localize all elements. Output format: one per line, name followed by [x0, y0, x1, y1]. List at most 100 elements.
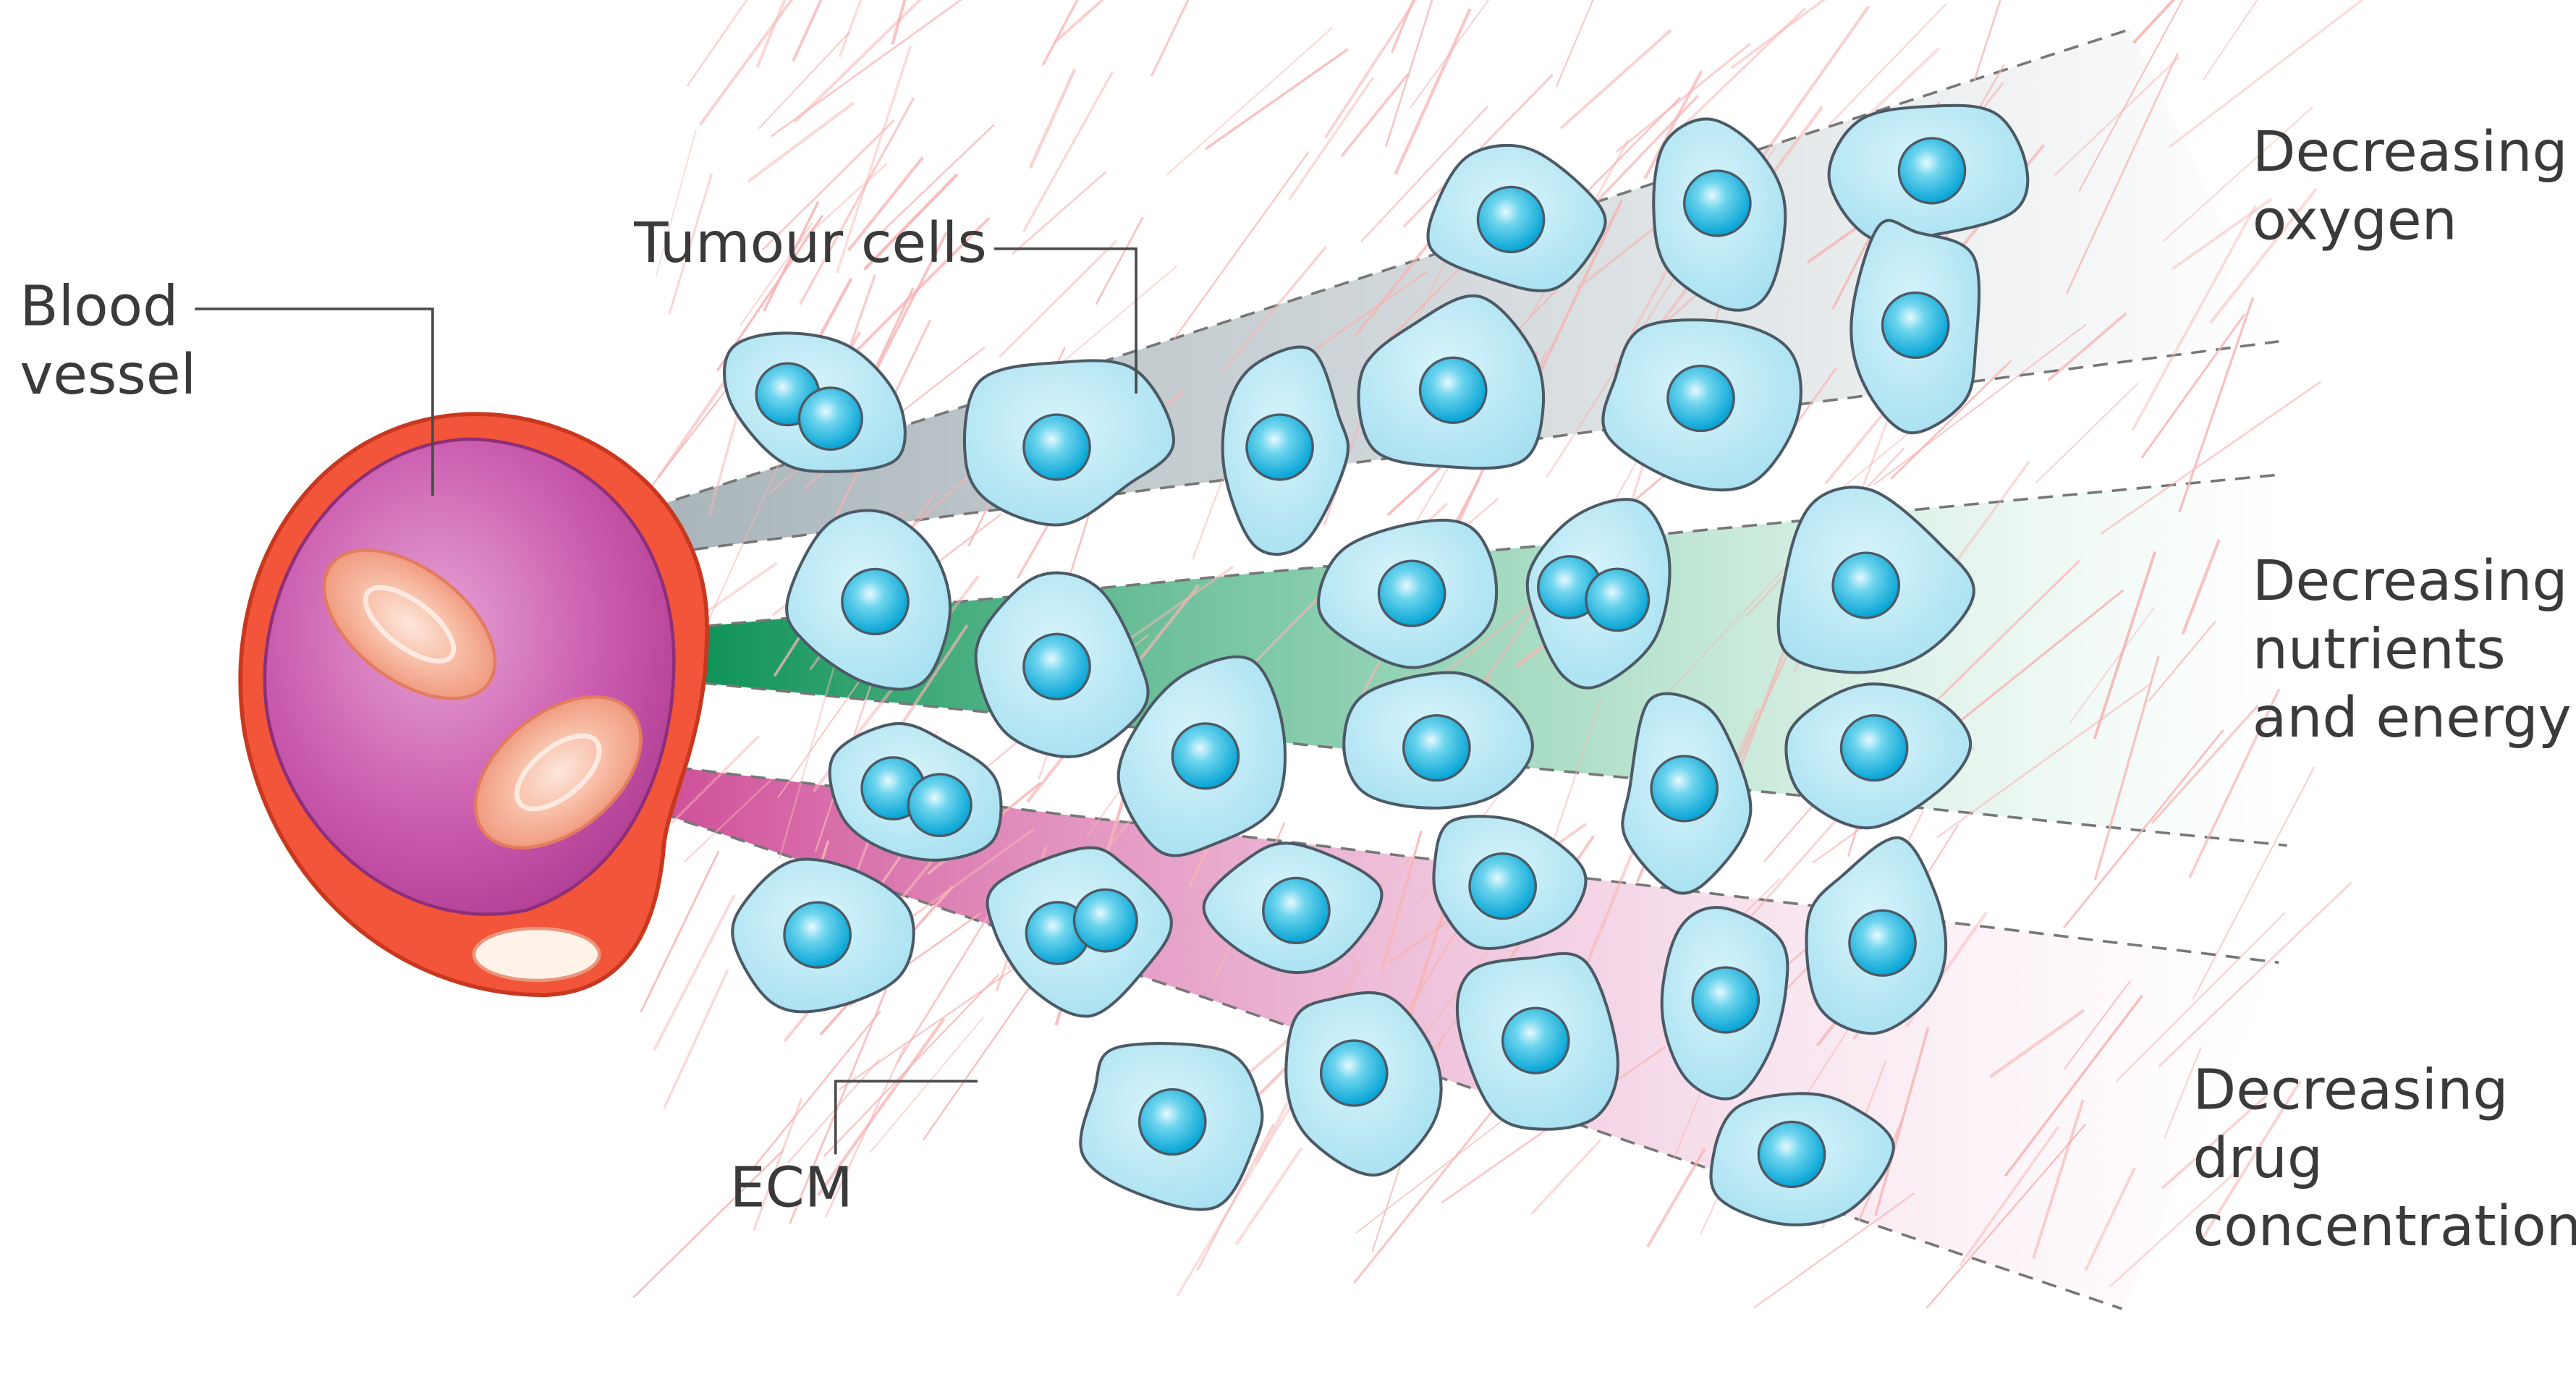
- ecm-fibre: [2168, 0, 2364, 148]
- ecm-fibre: [787, 1059, 881, 1164]
- ecm-fibre: [1288, 77, 1374, 200]
- ecm-fibre: [632, 1149, 784, 1298]
- blood-vessel: [238, 412, 709, 998]
- nucleus: [1897, 137, 1967, 205]
- ecm-fibre: [1555, 0, 1594, 88]
- tumour-cell: [1805, 836, 1948, 1035]
- nucleus: [841, 567, 910, 636]
- ecm-fibre: [656, 130, 697, 276]
- ecm-fibre: [747, 101, 855, 183]
- ecm-fibre: [770, 0, 962, 137]
- tumour-cell: [828, 721, 1003, 862]
- ecm-fibre: [2140, 313, 2246, 459]
- nucleus: [1468, 852, 1538, 920]
- ecm-fibre: [2035, 382, 2139, 484]
- ecm-fibre: [1646, 1148, 1706, 1248]
- ecm-fibre: [1390, 0, 1415, 54]
- nucleus: [1137, 1088, 1207, 1156]
- nucleus: [1171, 722, 1240, 790]
- ecm-fibre: [2115, 912, 2286, 1082]
- nucleus: [1402, 714, 1471, 782]
- oxygen-gradient-wedge: [652, 29, 2279, 550]
- dividing-nucleus: [907, 773, 973, 837]
- ecm-fibre: [870, 1017, 984, 1153]
- nucleus: [1757, 1120, 1826, 1189]
- nucleus: [1377, 559, 1446, 627]
- tumour-cell: [1784, 682, 1973, 830]
- nucleus: [1418, 356, 1488, 424]
- ecm-fibre: [751, 1010, 881, 1171]
- ecm-fibre: [2151, 704, 2259, 824]
- ecm-fibre: [2208, 187, 2318, 325]
- tumour-cell: [1426, 143, 1607, 292]
- ecm-fibre: [2047, 312, 2127, 382]
- nucleus: [1881, 291, 1950, 360]
- tumour-cells-leader: [993, 247, 1137, 394]
- ecm-fibre: [847, 156, 924, 252]
- nucleus: [1650, 755, 1719, 823]
- ecm-fibre: [1559, 28, 1672, 130]
- ecm-fibre: [2032, 1099, 2085, 1259]
- nucleus: [1245, 413, 1314, 481]
- ecm-fibre: [1544, 699, 1602, 865]
- ecm-fibre: [2148, 620, 2216, 703]
- ecm-fibre: [686, 0, 748, 87]
- ecm-fibre: [640, 850, 720, 1013]
- nucleus: [1476, 185, 1546, 253]
- ecm-fibre: [684, 779, 772, 862]
- ecm-fibre: [761, 119, 896, 251]
- tumour-cell: [1850, 219, 1981, 435]
- tumour-cells-label: Tumour cells: [633, 211, 986, 275]
- ecm-fibre: [816, 1017, 946, 1197]
- ecm-fibre: [891, 0, 907, 45]
- ecm-fibre: [1936, 682, 2153, 839]
- ecm-fibre: [1053, 0, 1105, 44]
- ecm-fibre: [668, 173, 713, 314]
- ecm-fibre: [1863, 47, 1941, 122]
- tumour-cell: [974, 571, 1150, 758]
- ecm-fibre: [663, 968, 729, 1109]
- ecm-fibre: [2069, 607, 2155, 724]
- ecm-fibre: [896, 891, 1004, 1064]
- tumour-cell: [1202, 842, 1384, 975]
- nucleus: [1831, 551, 1901, 619]
- ecm-fibre: [923, 980, 1035, 1140]
- nucleus: [1319, 1039, 1389, 1107]
- ecm-fibre: [1196, 1124, 1275, 1271]
- ecm-fibre: [2004, 994, 2144, 1177]
- ecm-fibre: [1973, 0, 2001, 81]
- dividing-nucleus: [1072, 888, 1138, 953]
- ecm-fibre: [755, 0, 787, 69]
- ecm-fibre: [1989, 1009, 2085, 1078]
- nucleus: [1691, 966, 1761, 1034]
- nucleus: [783, 901, 852, 969]
- ecm-fibre: [2100, 381, 2321, 535]
- tumour-cell: [986, 846, 1173, 1018]
- ecm-fibre: [1925, 1124, 2086, 1309]
- drug-label: Decreasing drug concentration: [2193, 1059, 2576, 1259]
- leader-lines: [195, 247, 1137, 1155]
- ecm-fibre: [1174, 151, 1310, 339]
- ecm-fibre: [789, 988, 888, 1224]
- ecm-fibre: [1353, 1081, 1517, 1284]
- ecm-fibre: [1028, 68, 1077, 169]
- ecm-fibre: [2132, 0, 2176, 44]
- ecm-fibre: [2109, 1171, 2237, 1288]
- tumour-cell: [1117, 655, 1287, 857]
- tumour-cell: [962, 359, 1175, 527]
- ecm-fibre: [1204, 48, 1349, 151]
- ecm-fibre: [2078, 0, 2184, 192]
- ecm-fibre: [1380, 830, 1423, 972]
- ecm-fibre: [1890, 360, 2012, 480]
- tumour-cell: [1709, 1092, 1895, 1226]
- ecm-fibre: [797, 162, 888, 245]
- tumour-cell: [785, 509, 952, 691]
- ecm-fibre: [799, 97, 915, 305]
- ecm-fibre: [1354, 226, 1443, 337]
- ecm-fibre: [1730, 0, 1826, 69]
- ecm-fibre: [2178, 297, 2255, 513]
- ecm-fibre: [1151, 0, 1190, 77]
- tumour-cell: [1621, 692, 1753, 895]
- ecm-fibre: [998, 239, 1118, 358]
- ecm-fibre: [823, 973, 1000, 1157]
